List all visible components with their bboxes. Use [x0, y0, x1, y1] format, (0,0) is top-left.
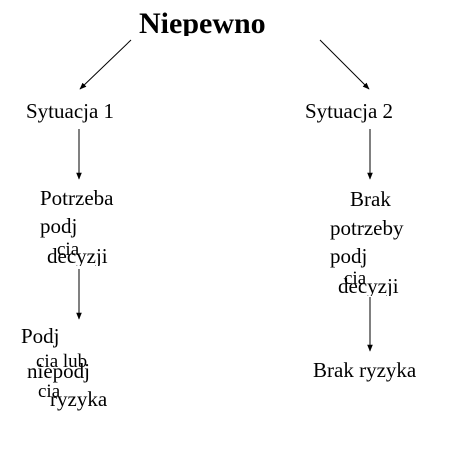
left-node-2-line-1: Podj — [21, 324, 60, 348]
right-node-1-line-3: podj — [330, 244, 368, 268]
right-node-1-line-4: cia — [344, 268, 367, 289]
right-node-2-line-1: Brak ryzyka — [313, 358, 417, 382]
arrow-title-to-situation-1 — [79, 39, 132, 90]
situation-2-label: Sytuacja 2 — [305, 99, 394, 123]
left-node-2-line-3: niepodj — [27, 359, 90, 383]
right-node-1-line-1: Brak — [350, 187, 391, 211]
left-node-2-line-5: ryzyka — [50, 387, 108, 411]
left-node-2-line-2: cia lub — [36, 351, 88, 372]
left-node-1-line-2: podj — [40, 214, 78, 238]
left-node-1-line-4: decyzji — [47, 246, 108, 266]
right-node-1-line-2: potrzeby — [330, 216, 404, 240]
left-node-1-line-3: cia — [57, 239, 80, 260]
left-node-2-line-4: cia — [38, 381, 61, 402]
arrow-title-to-situation-2 — [319, 39, 370, 90]
left-node-1-line-1: Potrzeba — [40, 186, 114, 210]
situation-1-label: Sytuacja 1 — [26, 99, 115, 123]
right-node-1-line-5: decyzji — [338, 276, 399, 296]
diagram-title: Niepewno — [139, 9, 266, 36]
